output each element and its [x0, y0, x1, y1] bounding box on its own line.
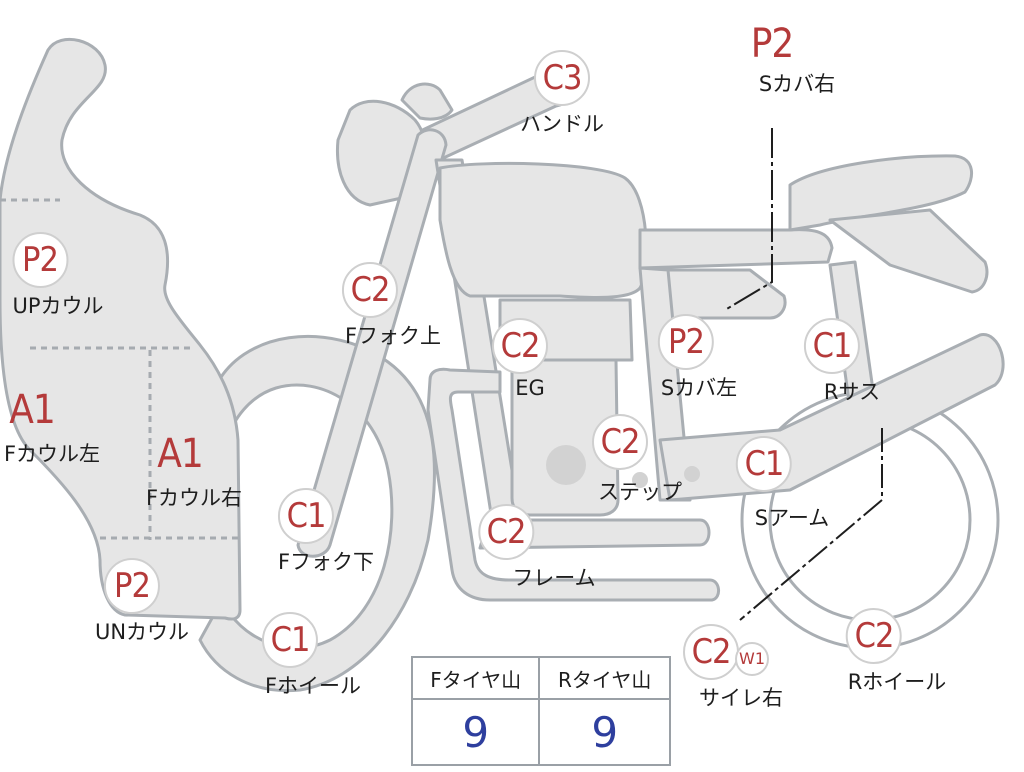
- grade-badge: C2: [478, 504, 534, 560]
- grade-badge: P2: [11, 232, 68, 288]
- front-fork: [296, 128, 448, 558]
- grade-badge: C3: [534, 50, 590, 106]
- part-label: EG: [515, 376, 545, 400]
- callout-side-cover-right: P2 Sカバ右: [709, 18, 835, 98]
- tire-tread-table: Fタイヤ山 Rタイヤ山 9 9: [410, 656, 671, 766]
- part-label: Rサス: [823, 380, 881, 404]
- callout-front-cowl-right: A1 Fカウル右: [118, 428, 242, 512]
- grade-badge: P2: [750, 21, 795, 67]
- tread-header-row: Fタイヤ山 Rタイヤ山: [410, 656, 671, 700]
- callout-front-cowl-left: A1 Fカウル左: [0, 384, 100, 468]
- callout-frame: C2 フレーム: [416, 504, 596, 592]
- part-label: Sカバ左: [660, 376, 738, 400]
- rear-tire-tread-value: 9: [538, 698, 671, 766]
- front-tire-tread-header: Fタイヤ山: [410, 656, 541, 700]
- part-label: Fフォク下: [277, 550, 375, 574]
- tail-cowl: [828, 208, 989, 294]
- rear-tire-tread-header: Rタイヤ山: [538, 656, 671, 700]
- part-label: サイレ右: [699, 686, 783, 710]
- tread-value-row: 9 9: [410, 698, 671, 766]
- grade-badge: C1: [803, 318, 860, 374]
- grade-badge: C2: [683, 624, 739, 680]
- callout-step: C2 ステップ: [558, 414, 682, 506]
- callout-rear-suspension: C1 Rサス: [784, 318, 880, 406]
- grade-badge: C1: [278, 488, 334, 544]
- grade-badge: C2: [846, 608, 902, 664]
- part-label: UPカウル: [12, 294, 104, 318]
- callout-rear-wheel: C2 Rホイール: [802, 608, 947, 696]
- part-label: ステップ: [598, 480, 682, 504]
- side-cover-right-leader: [724, 128, 773, 311]
- grade-badge: A1: [157, 431, 204, 477]
- grade-badge: C2: [492, 318, 548, 374]
- weld-badge: W1: [735, 641, 769, 676]
- part-label: Sカバ右: [758, 72, 836, 96]
- callout-swingarm: C1 Sアーム: [699, 436, 829, 532]
- grade-badge: C1: [735, 436, 792, 492]
- muffler-leader: [739, 428, 883, 621]
- seat-front: [638, 228, 834, 270]
- side-cover: [663, 268, 787, 320]
- callout-fork-upper: C2 Fフォク上: [299, 262, 441, 350]
- frame-cradle: [478, 518, 711, 550]
- part-label: ハンドル: [520, 112, 604, 136]
- mirror: [400, 82, 454, 121]
- grade-badge: P2: [658, 314, 714, 370]
- front-tire-tread-value: 9: [410, 698, 541, 766]
- callout-engine: C2 EG: [492, 318, 548, 400]
- callout-front-wheel: C1 Fホイール: [219, 612, 361, 700]
- part-label: フレーム: [512, 566, 596, 590]
- engine-cover: [546, 445, 586, 485]
- callout-under-cowl: P2 UNカウル: [75, 558, 189, 646]
- front-cowl: [0, 37, 242, 621]
- grade-badge: C1: [262, 612, 318, 668]
- grade-badge: C2: [342, 262, 398, 318]
- grade-badge: C2: [592, 414, 648, 470]
- part-label: UNカウル: [94, 620, 190, 644]
- grade-badge: P2: [104, 558, 160, 614]
- callout-fork-lower: C1 Fフォク下: [238, 488, 374, 576]
- frame-lower: [426, 367, 720, 602]
- fuel-tank: [438, 161, 648, 300]
- step-peg-left: [632, 472, 648, 488]
- part-label: Fカウル右: [145, 486, 243, 510]
- part-label: Rホイール: [847, 670, 947, 694]
- callout-handle: C3 ハンドル: [520, 50, 604, 138]
- grade-badge: A1: [9, 387, 56, 433]
- callout-upper-cowl: P2 UPカウル: [0, 232, 104, 320]
- part-label: Fホイール: [264, 674, 362, 698]
- part-label: Fフォク上: [344, 324, 442, 348]
- step-peg-right: [684, 466, 700, 482]
- part-label: Sアーム: [754, 506, 830, 530]
- callout-side-cover-left: P2 Sカバ左: [635, 314, 737, 402]
- part-label: Fカウル左: [3, 442, 101, 466]
